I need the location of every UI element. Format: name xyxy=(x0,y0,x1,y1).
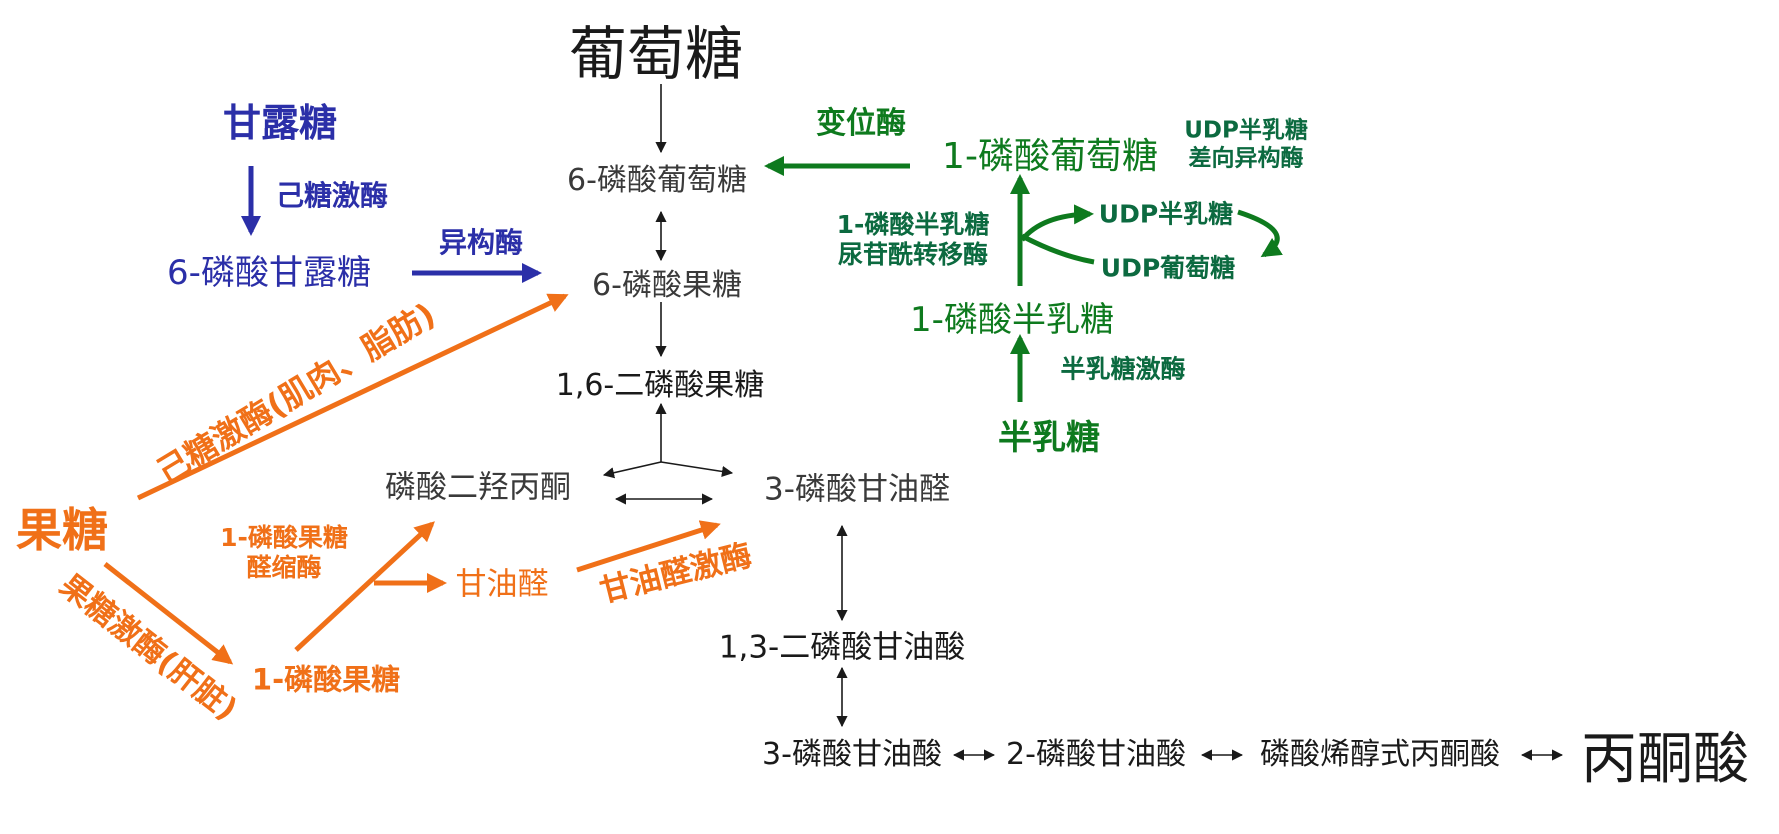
enzyme-udp-epimerase-line1: UDP半乳糖 xyxy=(1184,117,1308,144)
node-gal1p: 1-磷酸半乳糖 xyxy=(910,300,1114,340)
enzyme-udp-epimerase: UDP半乳糖 差向异构酶 xyxy=(1184,117,1308,172)
node-g6p: 6-磷酸葡萄糖 xyxy=(567,163,747,198)
arrow-udpglc-branch xyxy=(1020,233,1095,265)
node-m6p: 6-磷酸甘露糖 xyxy=(167,253,371,293)
arrow-fructose-f1p xyxy=(103,562,234,665)
node-pyruvate: 丙酮酸 xyxy=(1581,727,1749,792)
arrow-fructose-f6p xyxy=(136,293,569,501)
node-pg2: 2-磷酸甘油酸 xyxy=(1006,737,1186,772)
node-mannose: 甘露糖 xyxy=(222,101,338,145)
enzyme-f1p-aldolase-line1: 1-磷酸果糖 xyxy=(220,523,348,552)
node-udp-glc: UDP葡萄糖 xyxy=(1100,253,1236,283)
node-pep: 磷酸烯醇式丙酮酸 xyxy=(1260,737,1500,772)
arrow-glyceraldehyde-g3p xyxy=(576,520,721,573)
enzyme-galactokinase: 半乳糖激酶 xyxy=(1060,354,1186,384)
enzyme-isomerase: 异构酶 xyxy=(438,226,524,259)
arrow-gal1p-udpgal xyxy=(1020,204,1094,242)
node-f16bp: 1,6-二磷酸果糖 xyxy=(555,368,765,403)
node-dhap: 磷酸二羟丙酮 xyxy=(385,469,571,506)
node-glucose: 葡萄糖 xyxy=(568,20,744,88)
arrow-split-left xyxy=(602,461,662,479)
node-glyceraldehyde: 甘油醛 xyxy=(455,566,549,603)
node-bpg13: 1,3-二磷酸甘油酸 xyxy=(718,629,966,666)
enzyme-mutase: 变位酶 xyxy=(816,106,906,141)
node-f1p: 1-磷酸果糖 xyxy=(251,662,401,697)
enzyme-uridyltransferase-line2: 尿苷酰转移酶 xyxy=(837,240,988,269)
arrow-udpgal-udpglc-epimerase xyxy=(1237,209,1283,258)
enzyme-udp-epimerase-line2: 差向异构酶 xyxy=(1188,145,1304,171)
enzyme-uridyltransferase-line1: 1-磷酸半乳糖 xyxy=(836,210,990,239)
node-f6p: 6-磷酸果糖 xyxy=(592,268,742,303)
node-g3p: 3-磷酸甘油醛 xyxy=(764,471,950,508)
enzyme-uridyltransferase: 1-磷酸半乳糖 尿苷酰转移酶 xyxy=(837,210,990,270)
enzyme-hexokinase: 己糖激酶 xyxy=(275,179,389,212)
node-glc1p: 1-磷酸葡萄糖 xyxy=(942,136,1158,177)
node-galactose: 半乳糖 xyxy=(998,418,1100,458)
arrow-f1p-dhap xyxy=(294,521,435,652)
arrow-split-right xyxy=(660,461,734,477)
node-fructose: 果糖 xyxy=(16,503,108,557)
node-udp-gal: UDP半乳糖 xyxy=(1098,199,1234,229)
enzyme-f1p-aldolase-line2: 醛缩酶 xyxy=(246,553,322,582)
node-pg3: 3-磷酸甘油酸 xyxy=(762,737,942,772)
enzyme-f1p-aldolase: 1-磷酸果糖 醛缩酶 xyxy=(220,523,348,583)
